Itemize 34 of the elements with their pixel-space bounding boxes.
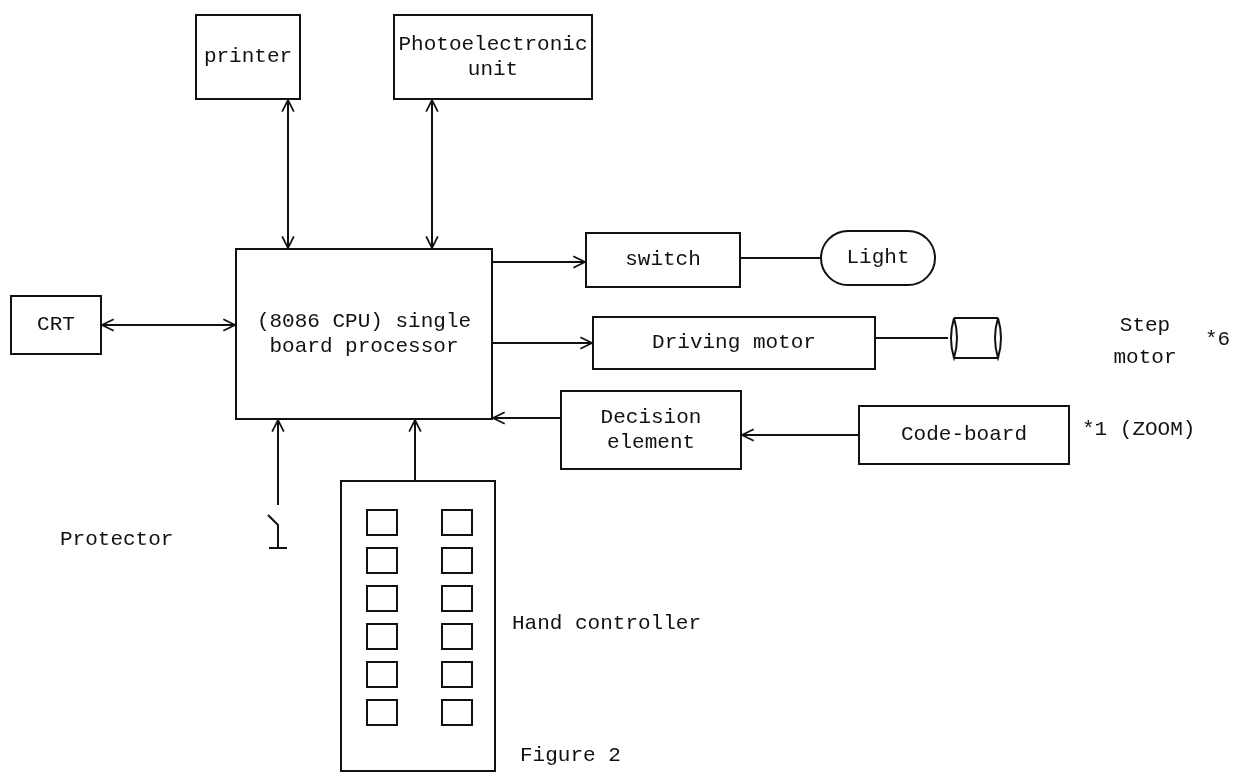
connector-line bbox=[740, 257, 821, 259]
node-label: Driving motor bbox=[651, 330, 817, 356]
connector-line bbox=[875, 337, 949, 339]
process-box bbox=[858, 405, 1070, 465]
node-label: Decision element bbox=[599, 404, 703, 456]
process-box bbox=[592, 316, 876, 370]
component-label: Hand controller bbox=[512, 612, 702, 635]
device-box bbox=[195, 14, 301, 100]
node-label: switch bbox=[624, 247, 702, 273]
node-label: CRT bbox=[36, 312, 76, 338]
node-label: Photoelectronic unit bbox=[397, 31, 589, 83]
arrow bbox=[492, 336, 593, 350]
node-label: printer bbox=[202, 44, 294, 70]
arrow bbox=[271, 419, 285, 506]
arrow bbox=[425, 99, 439, 249]
figure-caption: Figure 2 bbox=[520, 744, 621, 767]
arrow bbox=[408, 419, 422, 481]
component-label: *6 bbox=[1205, 328, 1231, 351]
processor-box bbox=[235, 248, 493, 420]
component-label: Step motor bbox=[1112, 313, 1178, 371]
component-label: *1 (ZOOM) bbox=[1082, 418, 1196, 441]
device-box bbox=[10, 295, 102, 355]
arrow bbox=[101, 318, 236, 332]
component-label: Protector bbox=[60, 527, 174, 553]
process-box bbox=[560, 390, 742, 470]
device-box bbox=[393, 14, 593, 100]
node-label: (8086 CPU) single board processor bbox=[255, 308, 473, 360]
arrow bbox=[741, 428, 859, 442]
arrow bbox=[492, 255, 586, 269]
arrow bbox=[281, 99, 295, 249]
process-box bbox=[585, 232, 741, 288]
node-label: Code-board bbox=[900, 422, 1028, 448]
arrow bbox=[492, 411, 561, 425]
node-label: Light bbox=[845, 245, 911, 271]
